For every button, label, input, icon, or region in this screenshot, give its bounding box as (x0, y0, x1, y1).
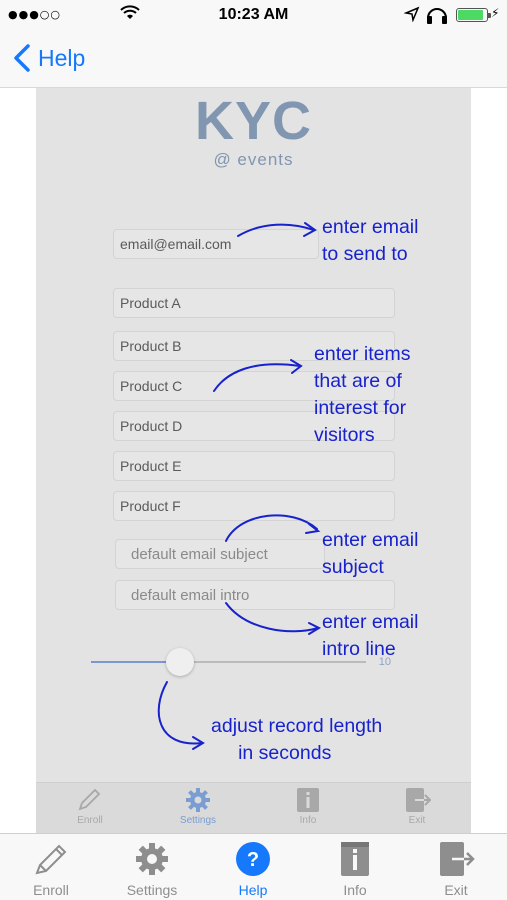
tab-settings[interactable]: Settings (107, 840, 197, 898)
chevron-left-icon (14, 44, 30, 72)
email-subject-field: default email subject (115, 539, 325, 569)
back-button-label: Help (38, 44, 86, 71)
product-field: Product B (113, 331, 395, 361)
gear-icon (136, 843, 168, 875)
annotation-intro: enter email intro line (322, 611, 419, 660)
location-icon (403, 6, 420, 26)
tab-help[interactable]: ? Help (208, 840, 298, 898)
help-icon: ? (236, 842, 270, 876)
tab-enroll[interactable]: Enroll (6, 840, 96, 898)
slider-track-filled (91, 661, 180, 663)
slider-thumb (166, 648, 194, 676)
product-field: Product F (113, 491, 395, 521)
info-icon (297, 788, 319, 812)
annotation-subject: enter email subject (322, 529, 419, 578)
info-icon (341, 842, 369, 876)
navigation-bar: Help (0, 30, 507, 88)
product-field: Product E (113, 451, 395, 481)
annotation-record: adjust record length in seconds (211, 715, 383, 764)
exit-icon (406, 788, 431, 812)
product-field: Product D (113, 411, 395, 441)
pencil-icon (78, 788, 101, 811)
slider-track (180, 661, 366, 663)
email-field: email@email.com (113, 229, 319, 259)
annotation-email: enter email to send to (322, 216, 419, 265)
inner-tab-info: Info (268, 787, 348, 826)
tab-label: Enroll (33, 882, 69, 898)
tab-info[interactable]: Info (310, 840, 400, 898)
battery-icon (456, 8, 491, 22)
slider-value: 10 (378, 656, 391, 668)
tab-label: Settings (126, 882, 178, 898)
logo-subtitle: @ events (213, 150, 294, 169)
email-intro-field: default email intro (115, 580, 395, 610)
tab-bar: Enroll Settings ? Help Info Exit (0, 833, 507, 900)
status-time: 10:23 AM (218, 6, 289, 23)
product-field: Product A (113, 288, 395, 318)
gear-icon (186, 788, 210, 812)
tab-label: Info (343, 882, 367, 898)
record-length-slider: 10 (91, 648, 391, 678)
annotation-items: enter items that are of interest for vis… (314, 343, 411, 446)
headphones-icon (425, 6, 449, 28)
back-button[interactable]: Help (10, 40, 85, 76)
tab-exit[interactable]: Exit (411, 840, 501, 898)
inner-tab-enroll: Enroll (50, 787, 130, 826)
logo-title: KYC (194, 91, 312, 151)
wifi-icon (120, 5, 140, 25)
status-bar: ●●●○○ 10:23 AM ⚡ (0, 0, 507, 30)
svg-text:?: ? (247, 849, 259, 871)
charging-icon: ⚡ (491, 6, 500, 20)
inner-tab-exit: Exit (377, 787, 457, 826)
inner-tab-bar: Enroll Settings Info Exit (36, 782, 471, 833)
tab-label: Exit (444, 882, 468, 898)
inner-tab-settings: Settings (158, 787, 238, 826)
tab-label: Help (238, 882, 268, 898)
signal-strength: ●●●○○ (8, 8, 61, 21)
pencil-icon (35, 844, 67, 875)
exit-icon (440, 842, 475, 876)
help-screenshot: KYC @ events email@email.com Product A P… (36, 88, 471, 833)
